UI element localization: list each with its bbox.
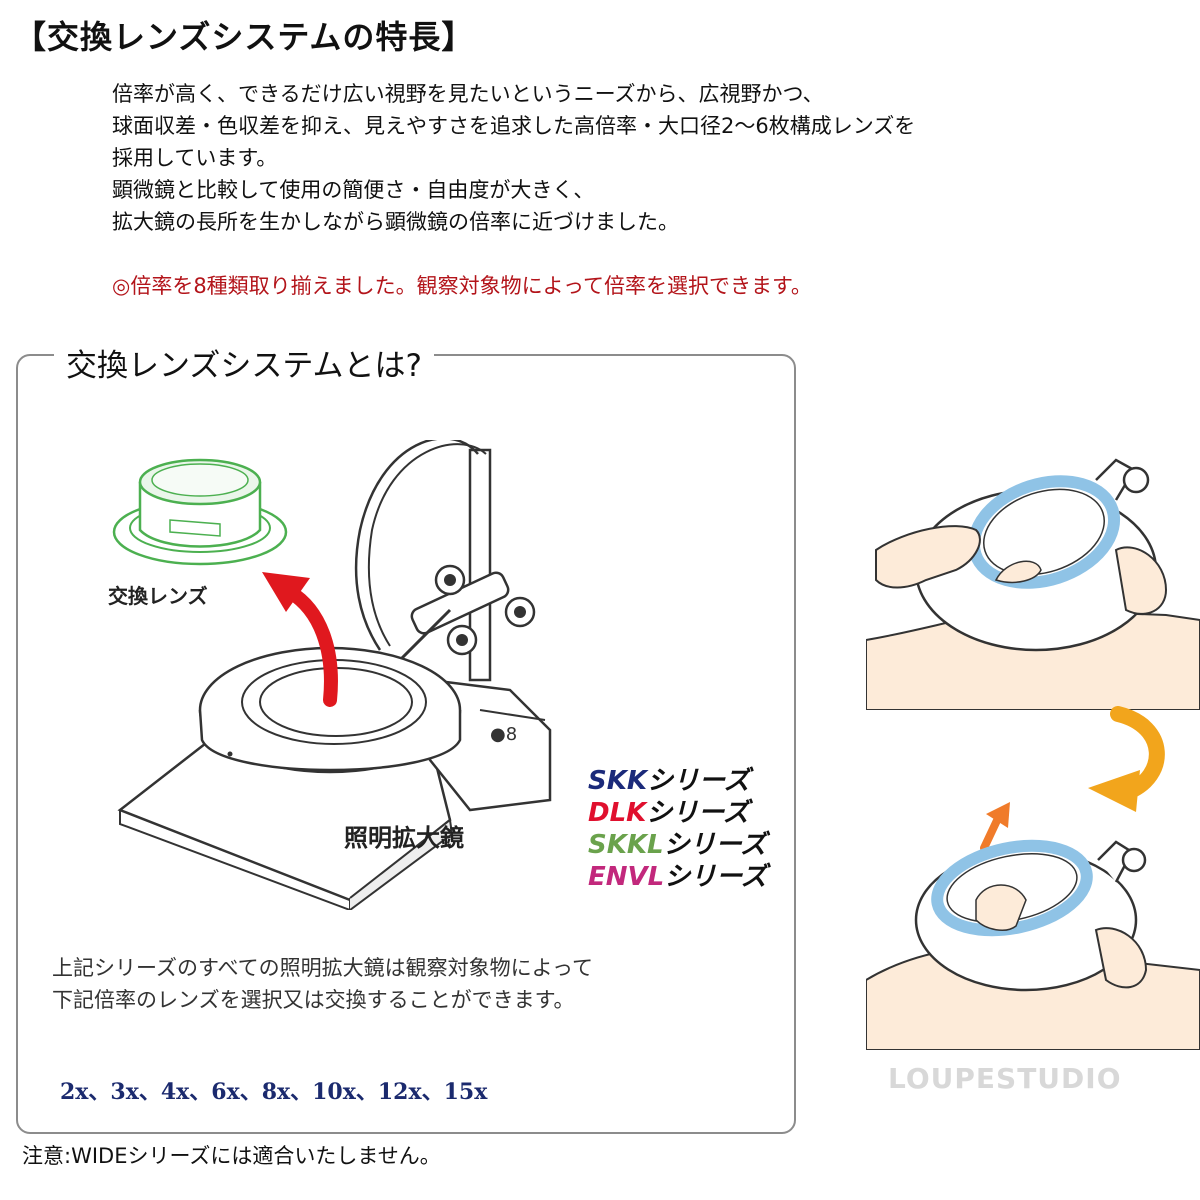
red-arrow-icon	[262, 572, 338, 707]
series-code: SKKL	[588, 830, 664, 860]
intro-line: 拡大鏡の長所を生かしながら顕微鏡の倍率に近づけました。	[112, 210, 679, 234]
up-arrow-icon	[980, 802, 1010, 850]
intro-paragraph: 倍率が高く、できるだけ広い視野を見たいというニーズから、広視野かつ、 球面収差・…	[112, 78, 915, 238]
intro-line: 倍率が高く、できるだけ広い視野を見たいというニーズから、広視野かつ、	[112, 82, 824, 106]
magnifier-label: 照明拡大鏡	[344, 824, 464, 852]
exchange-lens-label: 交換レンズ	[108, 584, 208, 608]
series-code: DLK	[588, 798, 647, 828]
hands-holding-lens-illustration	[866, 458, 1200, 710]
svg-text:●8: ●8	[490, 724, 517, 745]
series-skkl: SKKLシリーズ	[588, 824, 766, 861]
page-title: 【交換レンズシステムの特長】	[14, 18, 475, 56]
intro-line: 顕微鏡と比較して使用の簡便さ・自由度が大きく、	[112, 178, 595, 202]
series-suffix: シリーズ	[663, 830, 767, 860]
magnification-list: 2x、3x、4x、6x、8x、10x、12x、15x	[60, 1079, 488, 1105]
notice-text: ◎倍率を8種類取り揃えました。観察対象物によって倍率を選択できます。	[112, 274, 812, 298]
exchange-lens-icon	[112, 458, 288, 566]
hands-inserting-lens-illustration	[866, 839, 1200, 1050]
series-code: SKK	[588, 766, 648, 796]
description-line: 上記シリーズのすべての照明拡大鏡は観察対象物によって	[52, 956, 593, 980]
series-suffix: シリーズ	[664, 862, 767, 892]
orange-arrow-icon	[1088, 706, 1165, 812]
intro-line: 採用しています。	[112, 146, 278, 170]
series-dlk: DLKシリーズ	[588, 792, 749, 829]
series-envl: ENVLシリーズ	[588, 856, 767, 893]
intro-line: 球面収差・色収差を抑え、見えやすさを追求した高倍率・大口径2〜6枚構成レンズを	[112, 114, 916, 138]
magnifier-illustration: ●8	[117, 440, 552, 910]
footnote: 注意:WIDEシリーズには適合いたしません。	[22, 1144, 441, 1168]
box-title: 交換レンズシステムとは?	[54, 340, 434, 385]
series-skk: SKKシリーズ	[588, 760, 750, 797]
series-description: 上記シリーズのすべての照明拡大鏡は観察対象物によって 下記倍率のレンズを選択又は…	[52, 952, 593, 1016]
description-line: 下記倍率のレンズを選択又は交換することができます。	[52, 988, 575, 1012]
watermark: LOUPESTUDIO	[888, 1062, 1122, 1095]
series-code: ENVL	[588, 862, 665, 892]
series-suffix: シリーズ	[647, 766, 750, 796]
series-suffix: シリーズ	[646, 798, 749, 828]
